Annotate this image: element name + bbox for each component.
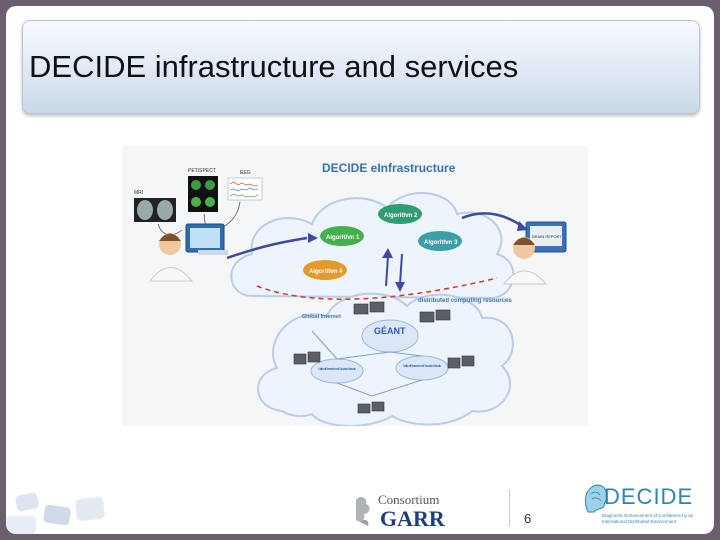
consortium-garr-logo: Consortium GARR (350, 484, 470, 532)
mri-label: MRI (134, 190, 143, 196)
svg-text:Algorithm 3: Algorithm 3 (424, 240, 458, 246)
pet-spect-thumbnail: PET/SPECT (188, 168, 218, 212)
decorative-shapes (6, 492, 105, 534)
lower-cloud (257, 292, 514, 426)
distributed-boundary-line (256, 277, 498, 300)
diagram-heading: DECIDE eInfrastructure (322, 161, 456, 175)
brain-report-label: BRAIN REPORT (532, 234, 562, 239)
decide-tagline: Diagnostic Enhancement of Confidence by … (602, 513, 694, 524)
left-doctor (149, 223, 228, 282)
eeg-label: EEG (240, 170, 251, 176)
pet-spect-label: PET/SPECT (188, 168, 216, 174)
algorithm-1: Algorithm 1 (320, 226, 364, 246)
input-arrow (226, 236, 308, 260)
brain-head-icon (584, 484, 608, 513)
svg-text:National Research and Educatio: National Research and Education Network (318, 367, 356, 371)
decide-einfrastructure-diagram: DECIDE eInfrastructure MRI PET/SPECT (122, 146, 588, 426)
distributed-label: distributed computing resources (418, 298, 512, 304)
algorithm-4: Algorithm 4 (303, 260, 347, 280)
algorithm-2: Algorithm 2 (378, 204, 422, 224)
svg-text:GARR: GARR (380, 506, 446, 531)
svg-text:National Research and Educatio: National Research and Education Network (403, 364, 441, 368)
svg-text:Consortium: Consortium (378, 492, 439, 507)
title-banner: DECIDE infrastructure and services (22, 20, 700, 114)
eeg-thumbnail: EEG (227, 170, 263, 201)
decide-logo: DECIDE Diagnostic Enhancement of Confide… (582, 480, 708, 532)
svg-text:Algorithm 1: Algorithm 1 (326, 235, 360, 241)
algorithm-3: Algorithm 3 (418, 231, 462, 251)
slide: DECIDE infrastructure and services DECID… (6, 6, 714, 534)
decide-wordmark: DECIDE (604, 484, 694, 509)
page-number: 6 (524, 511, 532, 526)
server-racks (293, 301, 475, 414)
geant-node: GÉANT (361, 319, 419, 353)
mri-thumbnail: MRI (134, 190, 176, 222)
nren-right: National Research and Education Network (395, 355, 449, 381)
right-doctor: BRAIN REPORT (502, 221, 567, 285)
output-arrow (461, 212, 523, 228)
slide-title: DECIDE infrastructure and services (29, 49, 519, 84)
svg-text:Algorithm 4: Algorithm 4 (309, 269, 343, 275)
footer-divider (509, 490, 510, 526)
svg-text:Algorithm 2: Algorithm 2 (384, 213, 418, 219)
svg-text:GÉANT: GÉANT (374, 326, 406, 336)
nren-left: National Research and Education Network (310, 358, 364, 384)
global-internet-label: Global Internet (302, 314, 341, 320)
